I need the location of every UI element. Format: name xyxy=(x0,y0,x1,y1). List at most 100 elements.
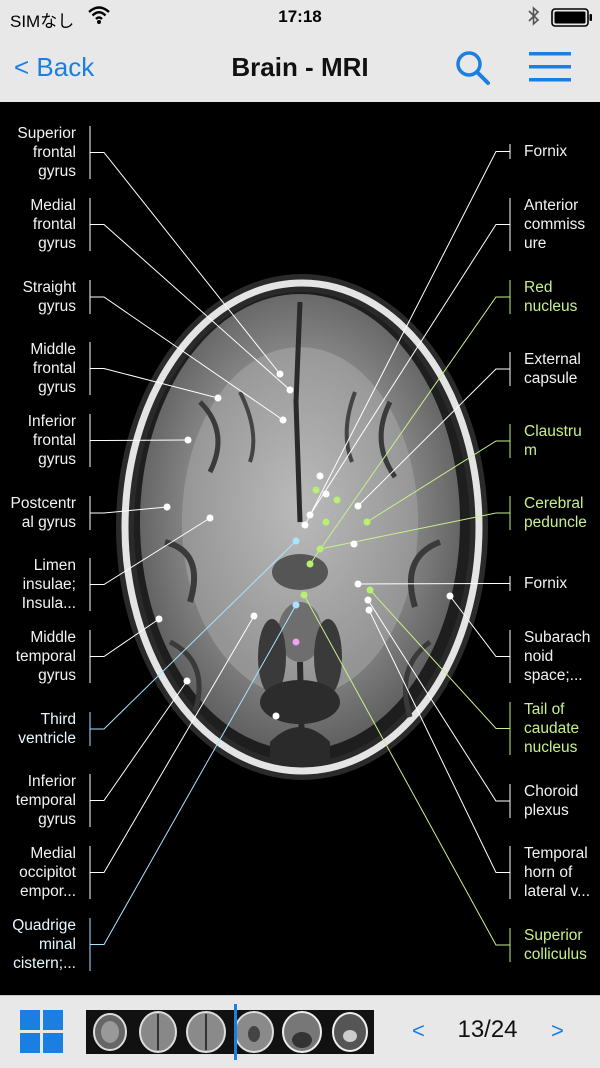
leader-line xyxy=(366,440,510,523)
structure-label[interactable]: Inferior frontal gyrus xyxy=(27,413,76,468)
structure-label[interactable]: Fornix xyxy=(524,143,568,160)
structure-label[interactable]: Middle temporal gyrus xyxy=(15,629,76,684)
structure-marker[interactable] xyxy=(333,496,341,504)
structure-marker[interactable] xyxy=(322,518,330,526)
leader-line xyxy=(90,680,188,801)
navigation-bar: < Back Brain - MRI xyxy=(0,36,600,103)
structure-marker[interactable] xyxy=(163,503,171,511)
structure-marker[interactable] xyxy=(366,586,374,594)
structure-marker[interactable] xyxy=(250,612,258,620)
structure-label[interactable]: Quadrige minal cistern;... xyxy=(12,917,76,972)
structure-label[interactable]: Medial occipitot empor... xyxy=(19,845,76,900)
structure-label[interactable]: Red nucleus xyxy=(524,279,578,315)
structure-marker[interactable] xyxy=(183,677,191,685)
leader-line xyxy=(319,512,510,550)
menu-icon[interactable] xyxy=(528,50,572,89)
structure-marker[interactable] xyxy=(292,638,300,646)
slice-thumbnail[interactable] xyxy=(134,1010,182,1054)
structure-label[interactable]: Superior colliculus xyxy=(524,927,587,963)
structure-marker[interactable] xyxy=(272,712,280,720)
leader-line xyxy=(357,368,510,507)
structure-label[interactable]: Third ventricle xyxy=(18,711,76,747)
slice-thumbnail[interactable] xyxy=(86,1010,134,1054)
leader-line xyxy=(357,583,510,585)
structure-marker[interactable] xyxy=(292,601,300,609)
structure-label[interactable]: Anterior commiss ure xyxy=(524,197,586,252)
structure-marker[interactable] xyxy=(322,490,330,498)
structure-label[interactable]: Medial frontal gyrus xyxy=(30,197,76,252)
clock: 17:18 xyxy=(278,7,322,26)
structure-label[interactable]: Inferior temporal gyrus xyxy=(15,773,76,828)
leader-line xyxy=(90,368,219,399)
slice-thumbnail-strip[interactable] xyxy=(86,1010,374,1054)
leader-line xyxy=(90,540,297,730)
structure-marker[interactable] xyxy=(184,436,192,444)
structure-marker[interactable] xyxy=(276,370,284,378)
structure-marker[interactable] xyxy=(155,615,163,623)
structure-label[interactable]: Choroid plexus xyxy=(524,783,579,819)
structure-marker[interactable] xyxy=(301,521,309,529)
structure-marker[interactable] xyxy=(363,518,371,526)
structure-marker[interactable] xyxy=(306,511,314,519)
slice-scrubber[interactable] xyxy=(234,1004,237,1060)
leader-line xyxy=(369,589,510,729)
structure-marker[interactable] xyxy=(446,592,454,600)
structure-label[interactable]: Superior frontal gyrus xyxy=(17,125,76,180)
leader-line xyxy=(309,296,510,565)
structure-marker[interactable] xyxy=(306,560,314,568)
structure-label[interactable]: External capsule xyxy=(524,351,581,387)
structure-marker[interactable] xyxy=(286,386,294,394)
structure-marker[interactable] xyxy=(312,486,320,494)
structure-label[interactable]: Middle frontal gyrus xyxy=(30,341,76,396)
structure-marker[interactable] xyxy=(214,394,222,402)
structure-marker[interactable] xyxy=(300,591,308,599)
leader-line xyxy=(449,595,510,657)
wifi-icon xyxy=(88,5,110,30)
back-button[interactable]: < Back xyxy=(14,52,95,82)
leader-line xyxy=(90,615,255,873)
leader-line xyxy=(90,224,291,391)
structure-marker[interactable] xyxy=(354,502,362,510)
carrier-label: SIMなし xyxy=(10,12,75,31)
structure-label[interactable]: Postcentr al gyrus xyxy=(10,495,76,531)
structure-marker[interactable] xyxy=(316,472,324,480)
slice-thumbnail[interactable] xyxy=(278,1010,326,1054)
leader-line xyxy=(90,439,189,441)
next-slice-button[interactable]: > xyxy=(551,1018,564,1043)
slice-counter: 13/24 xyxy=(457,1016,518,1043)
structure-marker[interactable] xyxy=(206,514,214,522)
structure-label[interactable]: Cerebral peduncle xyxy=(524,495,587,531)
battery-icon xyxy=(551,8,593,33)
structure-label[interactable]: Tail of caudate nucleus xyxy=(524,701,580,756)
structure-marker[interactable] xyxy=(364,596,372,604)
previous-slice-button[interactable]: < xyxy=(412,1018,425,1043)
structure-label[interactable]: Limen insulae; Insula... xyxy=(21,557,76,612)
structure-marker[interactable] xyxy=(350,540,358,548)
grid-view-icon[interactable] xyxy=(20,1010,64,1059)
slice-thumbnail[interactable] xyxy=(230,1010,278,1054)
leader-line xyxy=(90,517,211,585)
structure-marker[interactable] xyxy=(365,606,373,614)
bluetooth-icon xyxy=(527,5,541,32)
search-icon[interactable] xyxy=(455,50,491,91)
structure-marker[interactable] xyxy=(292,537,300,545)
slice-thumbnail[interactable] xyxy=(182,1010,230,1054)
structure-marker[interactable] xyxy=(279,416,287,424)
structure-label[interactable]: Subarach noid space;... xyxy=(524,629,591,684)
structure-label[interactable]: Straight gyrus xyxy=(22,279,76,315)
structure-label[interactable]: Temporal horn of lateral v... xyxy=(524,845,591,900)
leader-line xyxy=(90,506,168,514)
structure-marker[interactable] xyxy=(316,545,324,553)
leader-line xyxy=(304,151,510,526)
leader-line xyxy=(90,152,281,375)
structure-label[interactable]: Fornix xyxy=(524,575,568,592)
structure-marker[interactable] xyxy=(354,580,362,588)
structure-label[interactable]: Claustru m xyxy=(524,423,582,459)
status-bar: SIMなし 17:18 xyxy=(0,0,600,36)
slice-thumbnail[interactable] xyxy=(326,1010,374,1054)
leader-line xyxy=(368,609,510,873)
leader-line xyxy=(90,618,160,657)
mri-image xyxy=(89,126,511,971)
page-title: Brain - MRI xyxy=(231,52,369,82)
